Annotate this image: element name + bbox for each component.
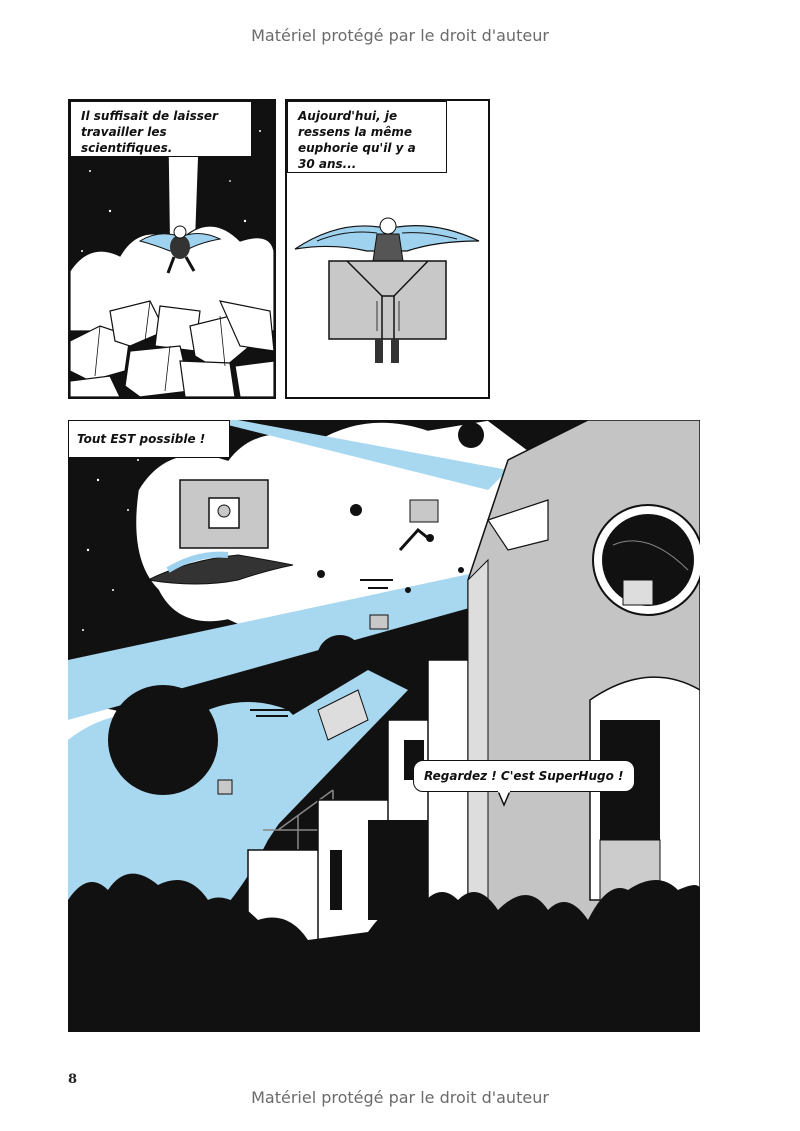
panel-1-caption: Il suffisait de laisser travailler les s… <box>70 101 252 157</box>
comic-panel-3: Tout EST possible ! Regardez ! C'est Sup… <box>68 420 700 1032</box>
panel-3-artwork <box>68 420 700 1032</box>
page-number: 8 <box>68 1072 78 1087</box>
comic-panel-2: Aujourd'hui, je ressens la même euphorie… <box>285 99 490 399</box>
watermark-bottom: Matériel protégé par le droit d'auteur <box>251 1088 549 1107</box>
comic-panel-1: Il suffisait de laisser travailler les s… <box>68 99 276 399</box>
speech-bubble-tail <box>498 791 511 807</box>
panel-3-caption: Tout EST possible ! <box>68 420 230 458</box>
watermark-top: Matériel protégé par le droit d'auteur <box>251 26 549 45</box>
speech-bubble: Regardez ! C'est SuperHugo ! <box>413 760 635 792</box>
hero-flying-icon <box>138 225 222 274</box>
panel-2-caption: Aujourd'hui, je ressens la même euphorie… <box>287 101 447 173</box>
